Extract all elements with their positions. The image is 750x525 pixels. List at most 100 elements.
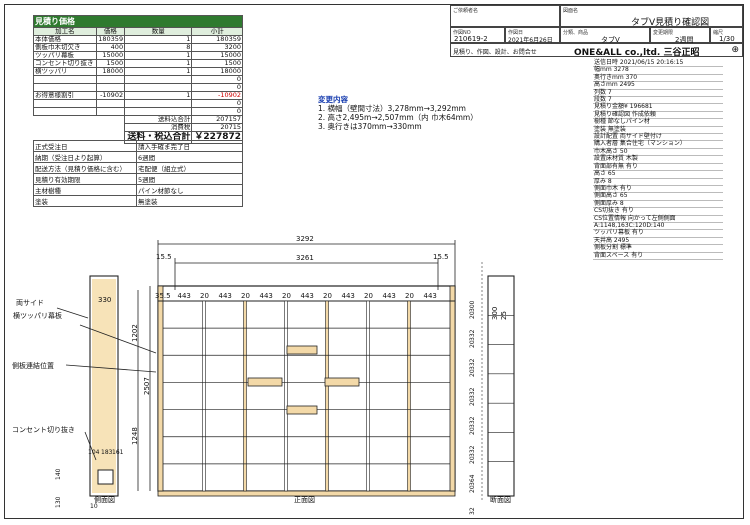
- estimate-cell-price: [95, 107, 126, 116]
- spec-row: 送信日時 2021/06/15 20:16:15: [593, 59, 723, 68]
- dim-section-level: 20: [469, 311, 476, 319]
- dim-col-width: 443: [219, 292, 232, 300]
- section-grid: [488, 314, 514, 463]
- dim-section-level: 332: [469, 329, 476, 341]
- dim-depth-side: 300: [491, 307, 499, 320]
- spec-line: 購入者層 集合住宅（マンション）: [593, 141, 723, 149]
- info-table: 正式受注日請入手確ま完了日納期（受注日より起算）6週間配送方法（見積り価格に含む…: [33, 140, 243, 207]
- spec-line: 側面高さ 65: [593, 192, 723, 201]
- info-row: 配送方法（見積り価格に含む）宅配便（組立式）: [33, 162, 243, 174]
- vertical-partition: [243, 300, 247, 492]
- dim-gap: 20: [282, 292, 291, 300]
- section-view-label: 断面図: [490, 495, 511, 504]
- spec-row: CS切抜き 有り: [593, 207, 723, 216]
- side-view-label: 側面図: [94, 495, 115, 504]
- period-value: 2週間: [675, 36, 694, 44]
- spec-row: ツッパリ幕板 有り: [593, 229, 723, 238]
- info-value: 無塗装: [136, 195, 243, 207]
- leader-line: [79, 324, 157, 354]
- spec-line: 背面部有無 有り: [593, 163, 723, 172]
- scale-label: 縮尺: [713, 30, 724, 36]
- spec-row: 購入者層 集合住宅（マンション）: [593, 141, 723, 149]
- leader-line: [56, 307, 89, 319]
- date-label: 作図日: [508, 30, 524, 36]
- spec-line: 見積り金額¥ 196681: [593, 104, 723, 112]
- spec-line: 厚み 8: [593, 178, 723, 186]
- spec-line: 側板分割 標準: [593, 244, 723, 253]
- dim-side-left: 15.5: [156, 253, 172, 261]
- vertical-partition: [407, 300, 411, 492]
- no-value: 210619-2: [454, 35, 488, 43]
- dim-col-width: 443: [301, 292, 314, 300]
- spec-line: 高さ 65: [593, 170, 723, 179]
- dim-bottom: 130: [55, 496, 62, 508]
- dim-section-level: 332: [469, 387, 476, 399]
- dim-col-width: 443: [178, 292, 191, 300]
- date-cell: 作図日 2021年6月26日: [505, 27, 560, 44]
- spec-line: 奥行きmm 370: [593, 74, 723, 83]
- spec-line: 側面巾木 有り: [593, 185, 723, 194]
- dim-col-width: 443: [260, 292, 273, 300]
- spec-row: 段数 7: [593, 96, 723, 105]
- spec-line: 段数 7: [593, 96, 723, 105]
- highlight-shelf: [324, 377, 360, 387]
- dim-section-level: 20: [469, 369, 476, 377]
- no-label: 作図NO: [453, 30, 471, 36]
- spec-row: 背面部有無 有り: [593, 163, 723, 172]
- spec-line: 樹種 節なしパイン材: [593, 118, 723, 127]
- note-outlet: コンセント切り抜き: [12, 425, 75, 434]
- type-value: タブV: [601, 36, 620, 44]
- spec-line: 天井高 2495: [593, 237, 723, 246]
- globe-icon: ⊕: [731, 45, 739, 55]
- company-name: ONE&ALL co.,ltd. 三谷正昭: [574, 48, 700, 58]
- spec-line: A:1148,163C:120D:140: [593, 222, 723, 231]
- spec-row: 背面スペース 有り: [593, 252, 723, 260]
- spec-row: 高さmm 2495: [593, 81, 723, 90]
- leader-line: [84, 431, 97, 461]
- spec-row: 巾木高さ 50: [593, 148, 723, 157]
- side-panel-right: [449, 285, 456, 492]
- type-cell: 分類、商品 タブV: [560, 27, 650, 44]
- dim-depth-right: 25: [500, 311, 508, 320]
- dim-col-width: 443: [342, 292, 355, 300]
- note-horizontal: 横ツッパリ幕板: [13, 311, 62, 320]
- dim-gap: 20: [364, 292, 373, 300]
- spec-row: 設計配置 両サイド壁付け: [593, 133, 723, 142]
- dim-outlet-c: 161: [112, 449, 124, 456]
- spec-line: 設置床材質 木製: [593, 155, 723, 164]
- company-note: 見積り、作図、設計、お問合せ: [453, 49, 537, 56]
- section-view-outline: [487, 275, 515, 497]
- dim-gap: 20: [405, 292, 414, 300]
- spec-row: 幅mm 3278: [593, 67, 723, 75]
- spec-line: 設計配置 両サイド壁付け: [593, 133, 723, 142]
- customer-label: ご依頼者名: [453, 8, 479, 14]
- dim-gap: 20: [323, 292, 332, 300]
- spec-line: CS切抜き 有り: [593, 207, 723, 216]
- dim-depth: 330: [98, 296, 111, 304]
- info-row: 正式受注日請入手確ま完了日: [33, 140, 243, 152]
- dim-outlet-b: 183: [101, 449, 113, 456]
- spec-row: 見積り金額¥ 196681: [593, 104, 723, 112]
- scale-value: 1/30: [719, 35, 735, 43]
- customer-cell: ご依頼者名: [450, 5, 560, 27]
- note-both-sides: 両サイド: [16, 299, 44, 307]
- dim-section-level: 364: [469, 474, 476, 486]
- dim-section-level: 20: [469, 427, 476, 435]
- dim-col-width: 443: [424, 292, 437, 300]
- title-block: ご依頼者名 図面名 タブV見積り確認図 作図NO 210619-2 作図日 20…: [450, 5, 743, 58]
- spec-row: 樹種 節なしパイン材: [593, 118, 723, 127]
- spec-row: 側面高さ 65: [593, 192, 723, 201]
- dim-side-right: 15.5: [433, 253, 449, 261]
- spec-row: 高さ 65: [593, 170, 723, 179]
- change-item: 1. 横幅（壁間寸法）3,278mm→3,292mm: [318, 104, 466, 113]
- drawing-label: 図面名: [563, 8, 579, 14]
- spec-row: CS位置情報 向かって左側側面: [593, 215, 723, 223]
- spec-line: 側面厚み 8: [593, 200, 723, 209]
- spec-row: 塗装 無塗装: [593, 126, 723, 135]
- spec-row: 側板分割 標準: [593, 244, 723, 253]
